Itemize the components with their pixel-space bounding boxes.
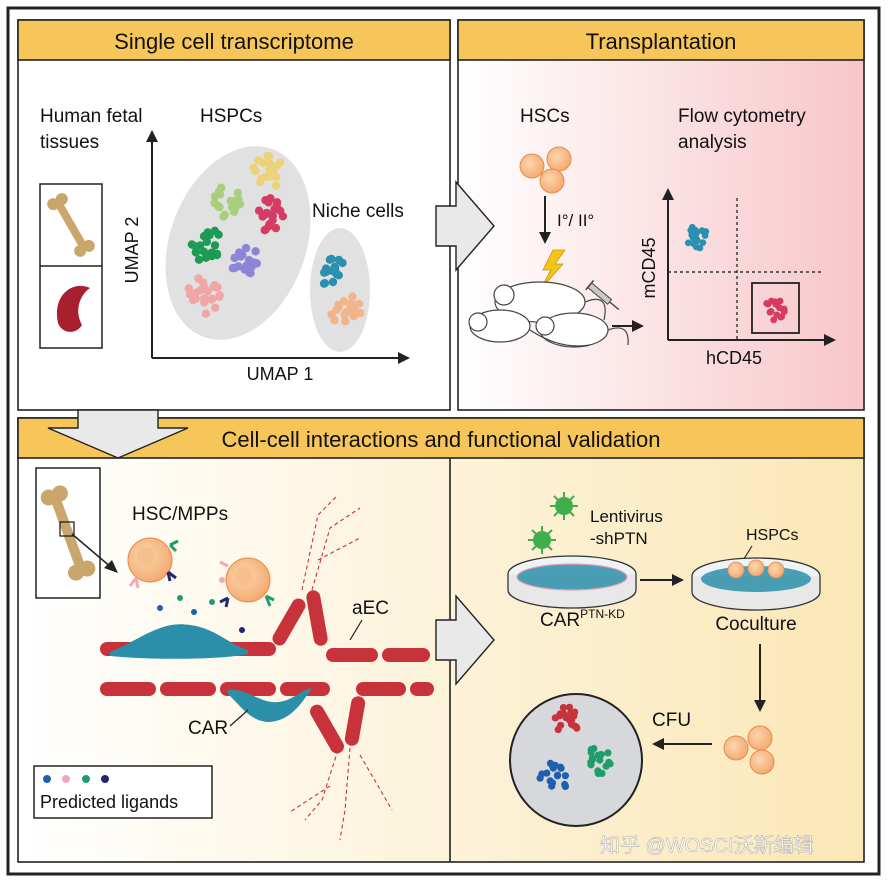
flow-cluster-human	[763, 297, 788, 324]
gate-box	[751, 282, 800, 334]
panel-single-cell-title: Single cell transcriptome	[114, 29, 354, 54]
cluster-green	[187, 226, 223, 264]
bone-icon	[40, 485, 96, 581]
car-kd-label: CARPTN-KD	[540, 607, 625, 631]
flow-cluster-mouse	[684, 223, 710, 252]
lightning-icon	[539, 249, 566, 291]
flow-cytometry-plot: mCD45 hCD45	[639, 188, 836, 368]
ligand-legend: Predicted ligands	[33, 765, 213, 819]
car-cell-upper	[110, 624, 248, 659]
panel-interactions-title: Cell-cell interactions and functional va…	[221, 427, 660, 452]
car-label: CAR	[188, 718, 228, 739]
cluster-teal	[319, 254, 347, 288]
hspcs-label: HSPCs	[200, 106, 262, 127]
syringe-icon	[585, 280, 620, 311]
ligand-dots	[157, 577, 245, 633]
car-cell-lower	[228, 688, 312, 722]
cluster-lightgreen	[210, 183, 245, 221]
umap-axes: UMAP 2 UMAP 1	[122, 130, 410, 384]
umap-y-label: UMAP 2	[122, 217, 142, 284]
colony-blue	[536, 759, 570, 791]
petri-dish-icon	[507, 555, 637, 609]
tissues-label-line1: Human fetal	[40, 106, 142, 127]
aec-label: aEC	[352, 598, 389, 619]
cluster-peach	[327, 292, 365, 326]
petri-dish-icon	[691, 557, 821, 611]
cluster-purple	[228, 243, 261, 278]
bone-box	[35, 467, 118, 599]
cluster-salmon	[184, 274, 224, 318]
flow-label-line1: Flow cytometry	[678, 106, 806, 127]
lentivirus-label-line1: Lentivirus	[590, 507, 663, 526]
arrow-to-validation	[435, 594, 495, 686]
coculture-hspcs-label: HSPCs	[746, 527, 798, 544]
tissue-box	[39, 183, 103, 349]
flow-clusters	[684, 223, 788, 324]
panel-single-cell-header	[17, 19, 451, 61]
hscs-label: HSCs	[520, 106, 570, 127]
niche-cells-label: Niche cells	[312, 201, 404, 222]
panel-transplantation: Transplantation HSCs Flow cytometry anal…	[457, 19, 865, 411]
cfu-dish	[509, 693, 643, 827]
cfu-cells	[723, 725, 775, 775]
umap-x-label: UMAP 1	[247, 364, 314, 384]
arrow-to-interactions	[47, 409, 189, 459]
cfu-colonies	[536, 703, 614, 791]
mouse-icon	[468, 281, 629, 348]
cfu-label: CFU	[652, 710, 691, 731]
niche-cluster-region	[310, 228, 370, 352]
hsc-cells	[519, 146, 572, 194]
panel-single-cell: Single cell transcriptome Human fetal ti…	[17, 19, 451, 411]
legend-label: Predicted ligands	[40, 792, 178, 812]
lentivirus-label-line2: -shPTN	[590, 529, 648, 548]
panel-transplantation-title: Transplantation	[586, 29, 737, 54]
cluster-pink	[254, 194, 288, 235]
virus-icon	[528, 492, 578, 554]
umap-clusters	[184, 151, 365, 326]
transplant-order-label: I°/ II°	[557, 211, 594, 230]
watermark: 知乎 @WOSCI沃斯编辑	[600, 834, 814, 857]
panel-transplantation-header	[457, 19, 865, 61]
hsc-mpp-cells	[127, 537, 275, 608]
flow-label-line2: analysis	[678, 132, 747, 153]
arrow-to-transplantation	[435, 180, 495, 272]
bone-icon	[47, 193, 95, 257]
spleen-icon	[56, 285, 90, 332]
tissues-label-line2: tissues	[40, 132, 99, 153]
colony-green	[587, 745, 614, 778]
hsc-mpps-label: HSC/MPPs	[132, 504, 228, 525]
vessel-sprouts	[289, 494, 393, 841]
coculture-label: Coculture	[715, 614, 796, 635]
colony-red	[551, 703, 581, 734]
flow-y-label: mCD45	[639, 237, 659, 298]
cluster-yellow	[249, 151, 285, 190]
flow-x-label: hCD45	[706, 348, 762, 368]
